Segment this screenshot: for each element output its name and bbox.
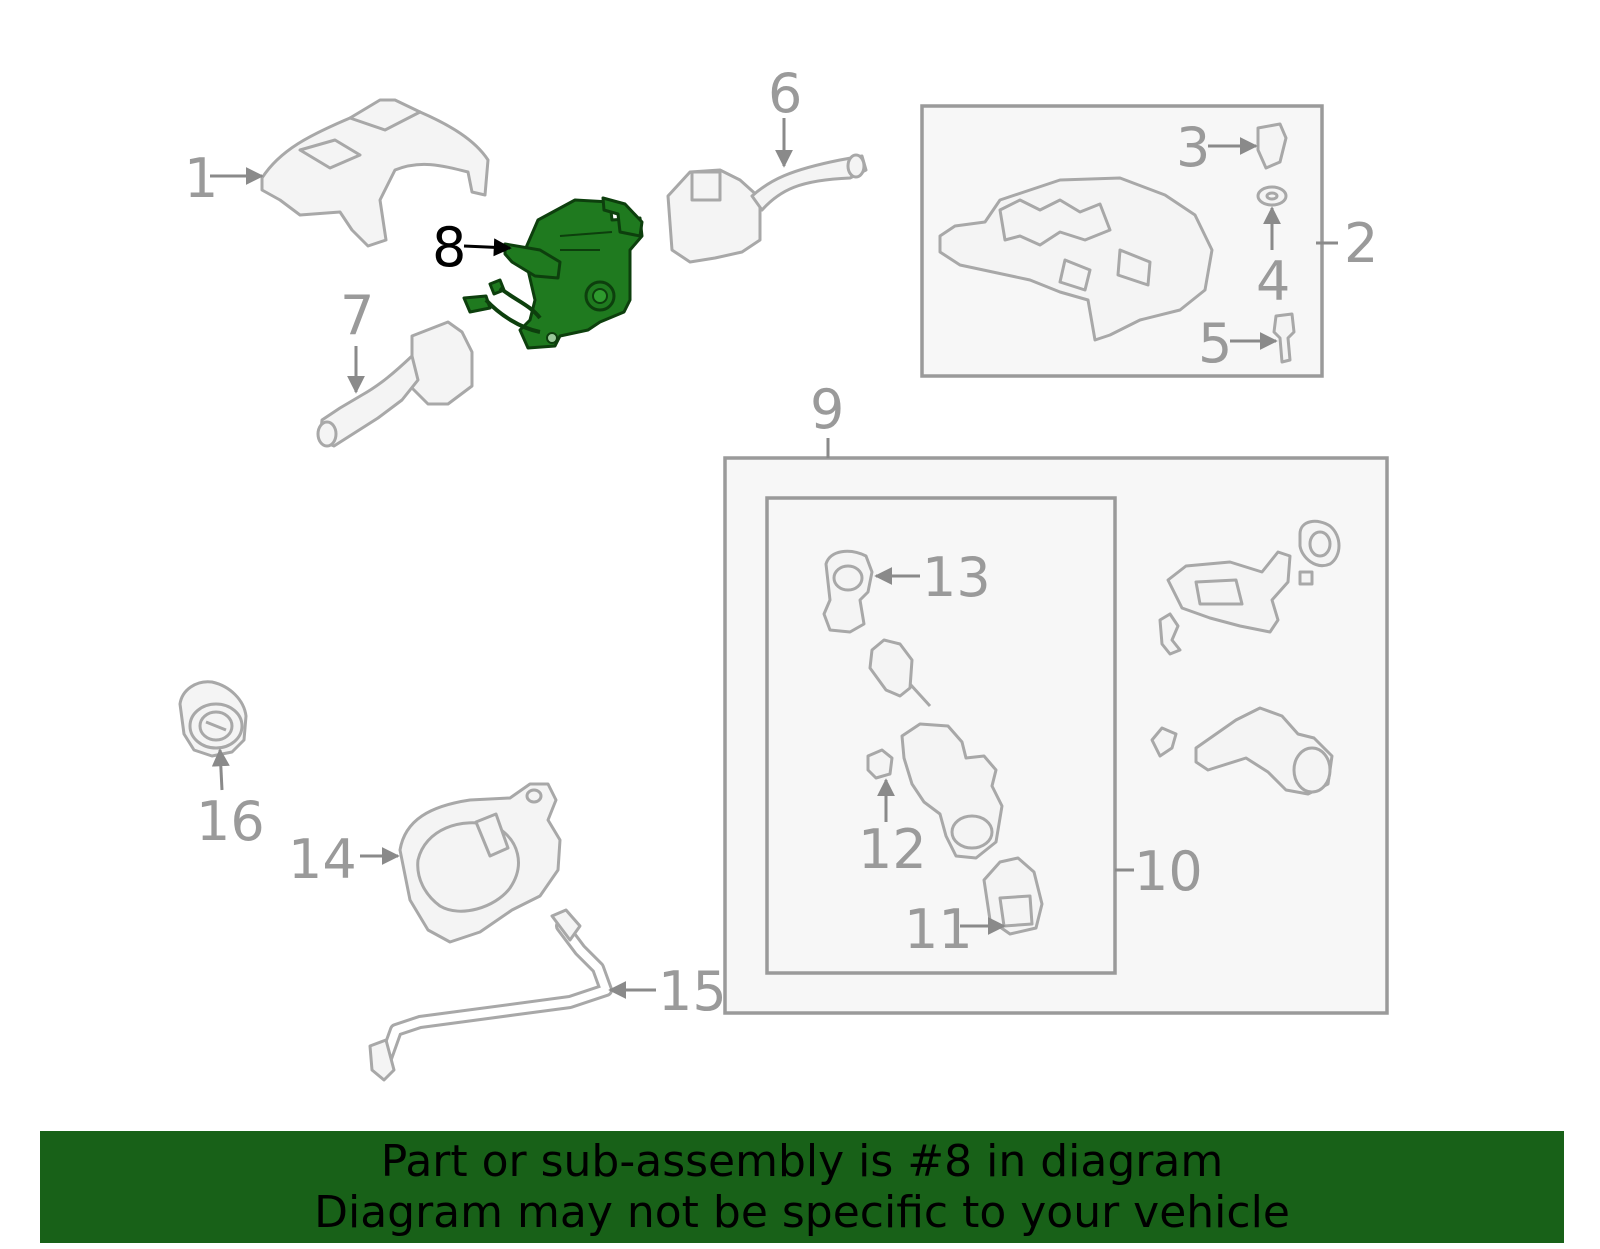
callout-10: 10	[1134, 840, 1203, 903]
callout-8: 8	[432, 216, 466, 279]
callout-7: 7	[340, 284, 374, 347]
part-3-clip[interactable]	[1256, 122, 1288, 170]
part-1-upper-column-cover[interactable]	[260, 98, 490, 248]
leader-lines	[210, 118, 1338, 999]
part-15-wire-harness[interactable]	[368, 908, 613, 1082]
footer-line-disclaimer: Diagram may not be specific to your vehi…	[314, 1187, 1290, 1238]
part-2-lower-column-cover[interactable]	[938, 176, 1214, 342]
callout-3: 3	[1176, 116, 1210, 179]
part-12-spring-clip[interactable]	[866, 748, 894, 780]
callout-9: 9	[810, 378, 844, 441]
callout-4: 4	[1256, 250, 1290, 313]
footer-banner: Part or sub-assembly is #8 in diagram Di…	[40, 1131, 1564, 1243]
part-ignition-switch-body[interactable]	[900, 722, 1004, 860]
callout-6: 6	[768, 62, 802, 125]
callout-12: 12	[858, 818, 927, 881]
callout-13: 13	[922, 546, 991, 609]
part-lock-cylinder-housing[interactable]	[868, 638, 932, 708]
callout-2: 2	[1344, 212, 1378, 275]
part-16-knob[interactable]	[178, 680, 248, 758]
callout-5: 5	[1198, 312, 1232, 375]
callout-14: 14	[288, 828, 357, 891]
part-7-turn-signal-switch[interactable]	[316, 320, 474, 448]
callout-11: 11	[904, 898, 973, 961]
callout-1: 1	[184, 147, 218, 210]
part-lock-bracket[interactable]	[1158, 519, 1341, 656]
part-key-cylinder[interactable]	[1150, 706, 1334, 796]
callout-15: 15	[658, 960, 727, 1023]
part-8-switch-module-highlighted[interactable]	[462, 196, 644, 350]
part-11-connector[interactable]	[982, 856, 1044, 936]
part-6-wiper-switch[interactable]	[666, 153, 868, 264]
part-4-washer[interactable]	[1256, 185, 1288, 207]
part-14-clock-spring[interactable]	[398, 782, 562, 944]
callout-16: 16	[196, 790, 265, 853]
part-13-immobilizer-ring[interactable]	[822, 549, 874, 634]
footer-line-part-number: Part or sub-assembly is #8 in diagram	[380, 1136, 1224, 1187]
